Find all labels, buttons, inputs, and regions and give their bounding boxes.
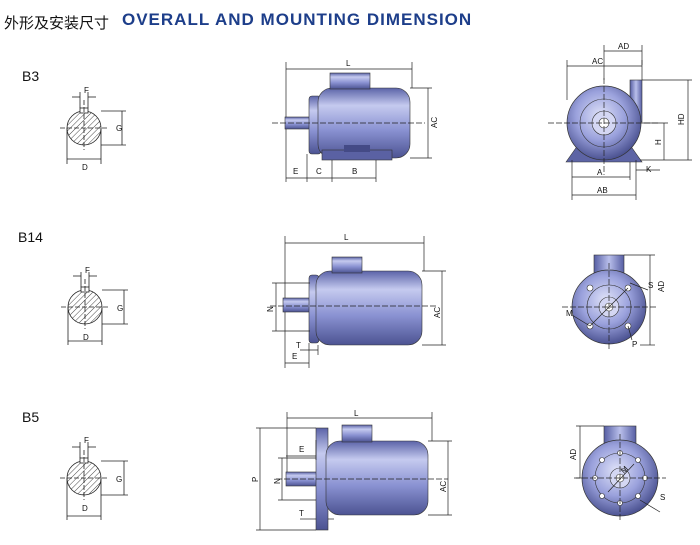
label-a-b3: A xyxy=(597,168,603,177)
label-d-b14: D xyxy=(83,333,89,342)
motor-side-view-b5 xyxy=(285,424,429,531)
label-p-b14: P xyxy=(632,340,637,349)
label-e-b3: E xyxy=(293,167,298,176)
label-l-b3: L xyxy=(346,59,351,68)
label-s-b14: S xyxy=(648,281,653,290)
label-g-b3: G xyxy=(116,124,122,133)
label-m-b14: M xyxy=(566,309,573,318)
label-m-b5: M xyxy=(619,464,630,475)
label-l-b5: L xyxy=(354,409,359,418)
label-ac-b5: AC xyxy=(439,481,448,492)
dimension-lines-b3-side xyxy=(272,62,432,182)
label-h-b3: H xyxy=(654,139,663,145)
label-e-b14: E xyxy=(292,352,297,361)
header-title-english: OVERALL AND MOUNTING DIMENSION xyxy=(122,10,473,29)
label-n-b5: N xyxy=(273,478,282,484)
label-c-b3: C xyxy=(316,167,322,176)
label-d-b3: D xyxy=(82,163,88,172)
label-ad-b5: AD xyxy=(569,449,578,460)
label-s-b5: S xyxy=(660,493,665,502)
label-d-b5: D xyxy=(82,504,88,513)
label-f-b3: F xyxy=(84,86,89,95)
label-k-b3: K xyxy=(646,165,652,174)
label-g-b5: G xyxy=(116,475,122,484)
label-p-b5: P xyxy=(251,477,260,482)
dimension-lines-b5-side xyxy=(256,412,452,531)
label-e-b5: E xyxy=(299,445,304,454)
label-g-b14: G xyxy=(117,304,123,313)
shaft-section-b3 xyxy=(60,92,126,164)
row-label-b3: B3 xyxy=(22,68,40,84)
shaft-section-b14 xyxy=(61,272,128,345)
label-f-b5: F xyxy=(84,436,89,445)
header-title-chinese: 外形及安装尺寸 xyxy=(4,14,110,32)
label-t-b5: T xyxy=(299,509,304,518)
label-hd-b3: HD xyxy=(677,113,686,125)
dimension-lines-b3-end xyxy=(548,45,692,200)
label-n-b14: N xyxy=(266,306,275,312)
label-ab-b3: AB xyxy=(597,186,608,195)
label-ad-b14: AD xyxy=(657,281,666,292)
motor-side-view-b14 xyxy=(282,256,423,346)
motor-side-view-b3 xyxy=(284,72,411,161)
label-l-b14: L xyxy=(344,233,349,242)
label-t-b14: T xyxy=(296,341,301,350)
label-ac-b3-end: AC xyxy=(592,57,603,66)
dimension-lines-b5-end xyxy=(574,425,666,522)
row-label-b14: B14 xyxy=(18,229,43,245)
row-label-b5: B5 xyxy=(22,409,40,425)
label-ad-b3: AD xyxy=(618,42,629,51)
label-ac-b14: AC xyxy=(433,307,442,318)
label-ac-b3: AC xyxy=(430,117,439,128)
shaft-section-b5 xyxy=(60,442,128,520)
label-b-b3: B xyxy=(352,167,357,176)
dimension-lines-b14-end xyxy=(562,254,656,350)
dimension-lines-b14-side xyxy=(270,236,446,368)
label-f-b14: F xyxy=(85,266,90,275)
